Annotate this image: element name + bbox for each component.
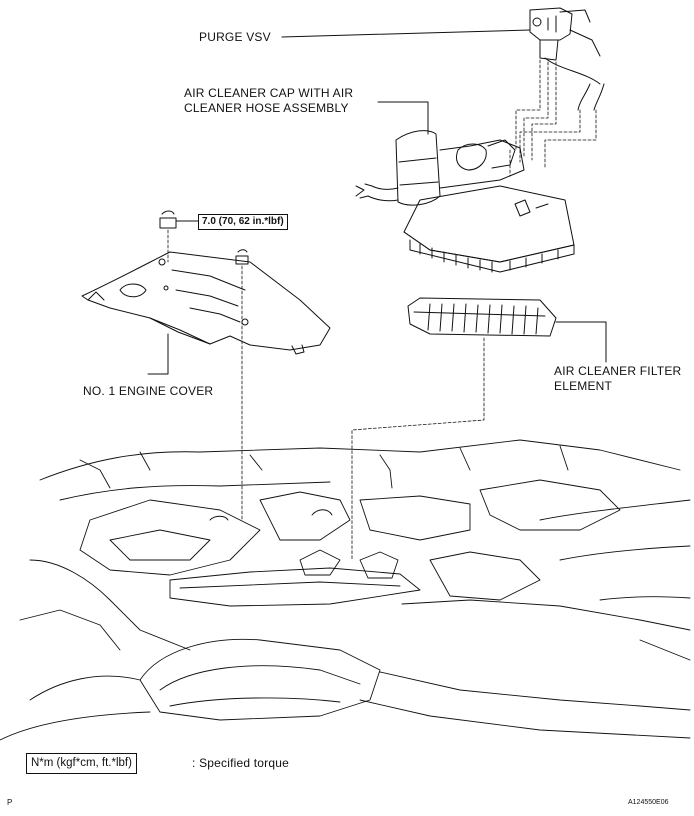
engine-cover-drawing xyxy=(81,210,331,355)
purge-vsv-drawing xyxy=(529,7,605,111)
corner-mark: P xyxy=(7,798,13,807)
engine-cover-label: NO. 1 ENGINE COVER xyxy=(83,384,214,398)
air-cleaner-filter-drawing xyxy=(407,297,557,337)
illustration-id: A124550E06 xyxy=(628,799,669,806)
engine-compartment-drawing xyxy=(0,439,691,741)
torque-spec-box: 7.0 (70, 62 in.*lbf) xyxy=(198,214,288,230)
air-cleaner-filter-label-line2: ELEMENT xyxy=(554,379,613,393)
torque-legend-description: : Specified torque xyxy=(192,756,289,770)
air-cleaner-cap-label-line2: CLEANER HOSE ASSEMBLY xyxy=(184,101,349,115)
label-leader-lines xyxy=(147,29,607,375)
engine-leader-lines xyxy=(167,229,485,561)
vsv-leader-lines xyxy=(509,59,597,177)
torque-unit-legend-box: N*m (kgf*cm, ft.*lbf) xyxy=(26,753,137,774)
purge-vsv-label: PURGE VSV xyxy=(199,30,271,44)
air-cleaner-cap-drawing xyxy=(355,130,575,273)
air-cleaner-cap-label-line1: AIR CLEANER CAP WITH AIR xyxy=(184,86,354,100)
air-cleaner-filter-label-line1: AIR CLEANER FILTER xyxy=(554,364,682,378)
